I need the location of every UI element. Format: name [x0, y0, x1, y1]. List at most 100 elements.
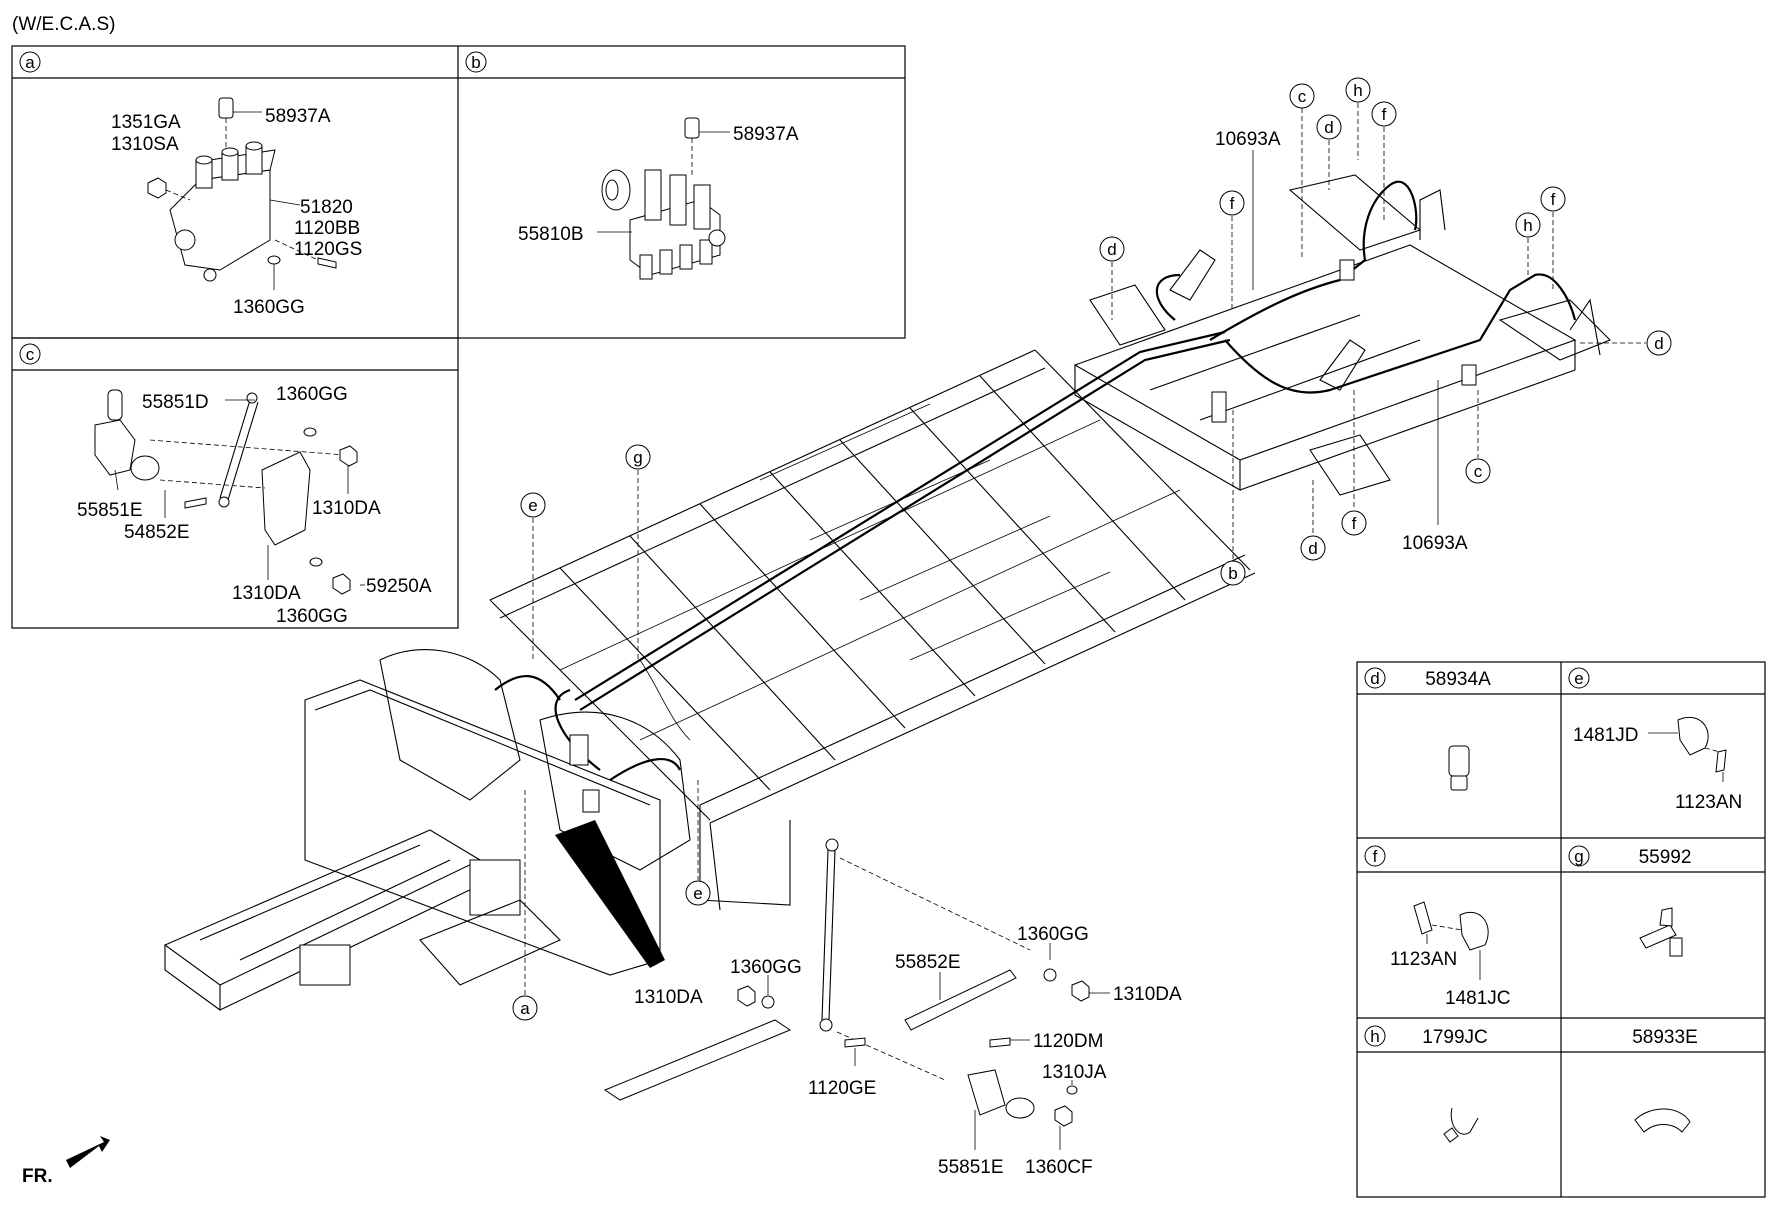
chassis-frame-illustration	[163, 174, 1611, 1012]
callout-d-bottom	[1300, 535, 1326, 561]
panel-a-marker	[19, 51, 41, 73]
part-1360GG-label: 1360GG	[233, 297, 305, 318]
part-1360GG-label-left: 1360GG	[730, 957, 802, 978]
callout-d-right	[1646, 330, 1672, 356]
legend-h-marker	[1364, 1025, 1386, 1047]
callout-g-main	[625, 444, 651, 470]
callout-f-bottom	[1341, 510, 1367, 536]
part-1120GS-label: 1120GS	[294, 239, 362, 260]
variant-label: (W/E.C.A.S)	[12, 14, 115, 35]
panel-c: c 55851D 1360GG 558	[19, 343, 432, 627]
callout-e-upper	[520, 492, 546, 518]
svg-text:f: f	[1373, 847, 1378, 866]
part-1351GA-label: 1351GA	[111, 112, 181, 133]
panel-c-marker	[19, 343, 41, 365]
part-1310DA-label-c-right: 1310DA	[312, 498, 381, 519]
part-1120BB-label: 1120BB	[294, 218, 360, 239]
callout-h-top	[1345, 77, 1371, 103]
main-callouts: c h f d f d h f d c f d b	[512, 77, 1672, 1021]
part-55810B-label: 55810B	[518, 224, 584, 245]
svg-text:d: d	[1370, 669, 1379, 688]
svg-text:e: e	[693, 884, 702, 903]
panel-c-frame	[11, 337, 459, 629]
linkage-exploded-view	[603, 838, 1090, 1127]
legend-f-marker	[1364, 845, 1386, 867]
svg-text:g: g	[633, 448, 642, 467]
svg-text:d: d	[1308, 539, 1317, 558]
callout-a-main	[512, 995, 538, 1021]
callout-f-right	[1540, 186, 1566, 212]
svg-text:h: h	[1523, 216, 1532, 235]
svg-text:f: f	[1230, 194, 1235, 213]
callout-d-top	[1316, 114, 1342, 140]
legend-h-part: 1799JC	[1422, 1027, 1488, 1048]
part-10693A-label-top: 10693A	[1215, 129, 1281, 150]
svg-text:c: c	[1298, 87, 1307, 106]
detail-panel-group: a 1351GA	[11, 45, 906, 629]
panel-a: a 1351GA	[19, 51, 362, 318]
elbow-fitting-icon	[1634, 1108, 1691, 1133]
part-1120DM-label: 1120DM	[1033, 1031, 1103, 1052]
callout-f-left	[1219, 190, 1245, 216]
legend-e-part-1481JD: 1481JD	[1573, 725, 1639, 746]
legend-f-part-1123AN: 1123AN	[1390, 949, 1457, 970]
panel-b-marker	[465, 51, 487, 73]
svg-text:c: c	[1474, 462, 1483, 481]
main-part-labels: 10693A 10693A 1360GG 1360GG 55852E 1310D…	[634, 129, 1468, 1178]
legend-g-part: 55992	[1639, 847, 1692, 868]
part-55851E-label: 55851E	[77, 500, 143, 521]
part-55851E-label-main: 55851E	[938, 1157, 1004, 1178]
legend-d-marker	[1364, 667, 1386, 689]
valve-block-illustration	[601, 117, 726, 280]
legend-grid: d 58934A e 1481JD 1123AN f 1123AN 1481JC	[1356, 661, 1766, 1198]
svg-text:h: h	[1353, 81, 1362, 100]
panel-b: b 58937A 55810B	[465, 51, 799, 280]
solenoid-valve-illustration	[147, 97, 337, 290]
part-58937A-label-b: 58937A	[733, 124, 799, 145]
svg-text:f: f	[1551, 190, 1556, 209]
part-1310SA-label: 1310SA	[111, 134, 179, 155]
part-1360CF-label: 1360CF	[1025, 1157, 1093, 1178]
part-51820-label: 51820	[300, 197, 353, 218]
legend-d-part: 58934A	[1425, 669, 1491, 690]
legend-e-part-1123AN: 1123AN	[1675, 792, 1742, 813]
part-59250A-label: 1310DA	[232, 583, 301, 604]
part-1360GG-label-c-bottom: 1360GG	[276, 606, 348, 627]
hose-clamp-icon	[1443, 1107, 1479, 1143]
svg-text:b: b	[1228, 564, 1237, 583]
pipe-bracket-icon	[1413, 901, 1489, 951]
svg-text:a: a	[520, 999, 530, 1018]
part-1310JA-label: 1310JA	[1042, 1062, 1107, 1083]
air-line-harness	[494, 180, 1577, 781]
svg-text:c: c	[26, 345, 35, 364]
part-1310DA-label-c-bottom: 59250A	[366, 576, 432, 597]
svg-text:f: f	[1382, 105, 1387, 124]
part-1310DA-label-right: 1310DA	[1113, 984, 1182, 1005]
part-54852E-label: 54852E	[124, 522, 190, 543]
legend-g-marker	[1568, 845, 1590, 867]
part-58937A-label: 58937A	[265, 106, 331, 127]
callout-c-bottom	[1465, 458, 1491, 484]
callout-b-main	[1220, 560, 1246, 586]
legend-f-part-1481JC: 1481JC	[1445, 988, 1511, 1009]
svg-text:a: a	[25, 53, 35, 72]
svg-text:e: e	[528, 496, 537, 515]
svg-text:f: f	[1352, 514, 1357, 533]
part-55851D-label: 55851D	[142, 392, 209, 413]
svg-text:b: b	[471, 53, 480, 72]
svg-text:e: e	[1574, 669, 1583, 688]
connector-fitting-icon	[1448, 745, 1470, 791]
callout-f-top	[1371, 101, 1397, 127]
height-sensor-illustration	[94, 389, 358, 595]
callout-c-top	[1289, 83, 1315, 109]
legend-e-marker	[1568, 667, 1590, 689]
pipe-clip-icon	[1677, 716, 1727, 773]
tee-fitting-icon	[1639, 907, 1683, 957]
valve-block-markers	[569, 259, 1477, 813]
svg-text:d: d	[1324, 118, 1333, 137]
legend-h2-part: 58933E	[1632, 1027, 1698, 1048]
part-1360GG-label-c-top: 1360GG	[276, 384, 348, 405]
part-55852E-label: 55852E	[895, 952, 961, 973]
front-arrow-icon	[66, 1136, 110, 1168]
